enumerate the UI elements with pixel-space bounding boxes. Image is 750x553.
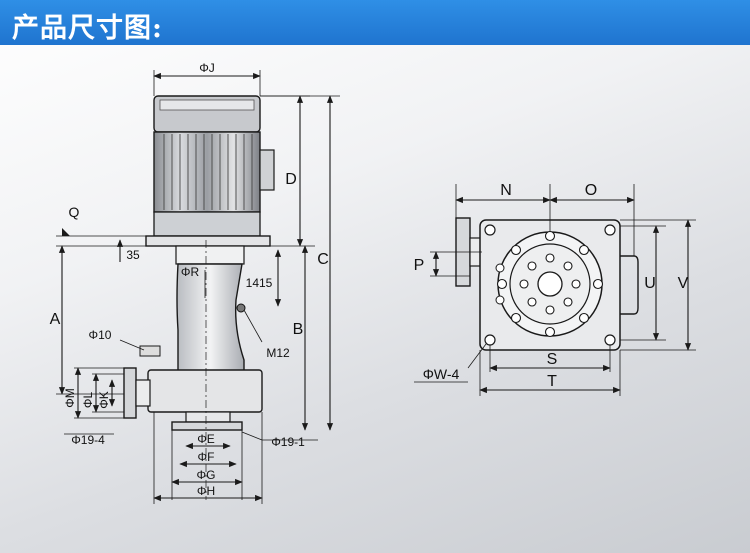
label-phi-f: ΦF bbox=[198, 450, 215, 464]
label-phi-g: ΦG bbox=[197, 468, 216, 482]
outlet-flange bbox=[123, 367, 137, 419]
label-c: C bbox=[317, 251, 329, 268]
top-view: N O P U V S T ΦW-4 bbox=[414, 182, 696, 396]
label-phi-10: Φ10 bbox=[89, 328, 112, 342]
label-phi-j: ΦJ bbox=[199, 61, 215, 75]
mounting-flange bbox=[145, 235, 271, 247]
label-phi-w-4: ΦW-4 bbox=[423, 366, 460, 382]
label-phi-19-1: Φ19-1 bbox=[271, 435, 305, 449]
label-phi-e: ΦE bbox=[197, 432, 215, 446]
center-hole bbox=[537, 271, 563, 297]
terminal-box bbox=[259, 149, 275, 191]
label-phi-r: ΦR bbox=[181, 265, 200, 279]
label-v: V bbox=[678, 275, 689, 292]
label-phi-l: ΦL bbox=[81, 392, 95, 409]
page-title: 产品尺寸图: bbox=[12, 6, 163, 45]
label-1415: 1415 bbox=[246, 276, 273, 290]
label-p: P bbox=[414, 257, 425, 274]
label-phi-19-4: Φ19-4 bbox=[71, 433, 105, 447]
label-m12: M12 bbox=[266, 346, 290, 360]
label-d: D bbox=[285, 171, 297, 188]
inlet-flange bbox=[171, 421, 243, 431]
label-phi-k: ΦK bbox=[97, 391, 111, 409]
label-a: A bbox=[50, 311, 61, 328]
label-35: 35 bbox=[126, 248, 140, 262]
label-b: B bbox=[293, 321, 304, 338]
title-colon: : bbox=[152, 13, 163, 44]
label-o: O bbox=[585, 182, 597, 199]
label-t: T bbox=[547, 373, 557, 390]
pump-column bbox=[176, 263, 245, 383]
pump-casing bbox=[147, 369, 263, 413]
label-s: S bbox=[547, 351, 558, 368]
label-phi-h: ΦH bbox=[197, 484, 215, 498]
label-phi-m: ΦM bbox=[63, 388, 77, 408]
header-bar bbox=[0, 0, 750, 45]
label-u: U bbox=[644, 275, 656, 292]
label-q: Q bbox=[69, 204, 80, 220]
side-view: ΦJ D C B 1415 Q 35 ΦR A Φ10 M12 bbox=[50, 61, 340, 504]
label-n: N bbox=[500, 182, 512, 199]
title-text: 产品尺寸图 bbox=[12, 13, 152, 44]
